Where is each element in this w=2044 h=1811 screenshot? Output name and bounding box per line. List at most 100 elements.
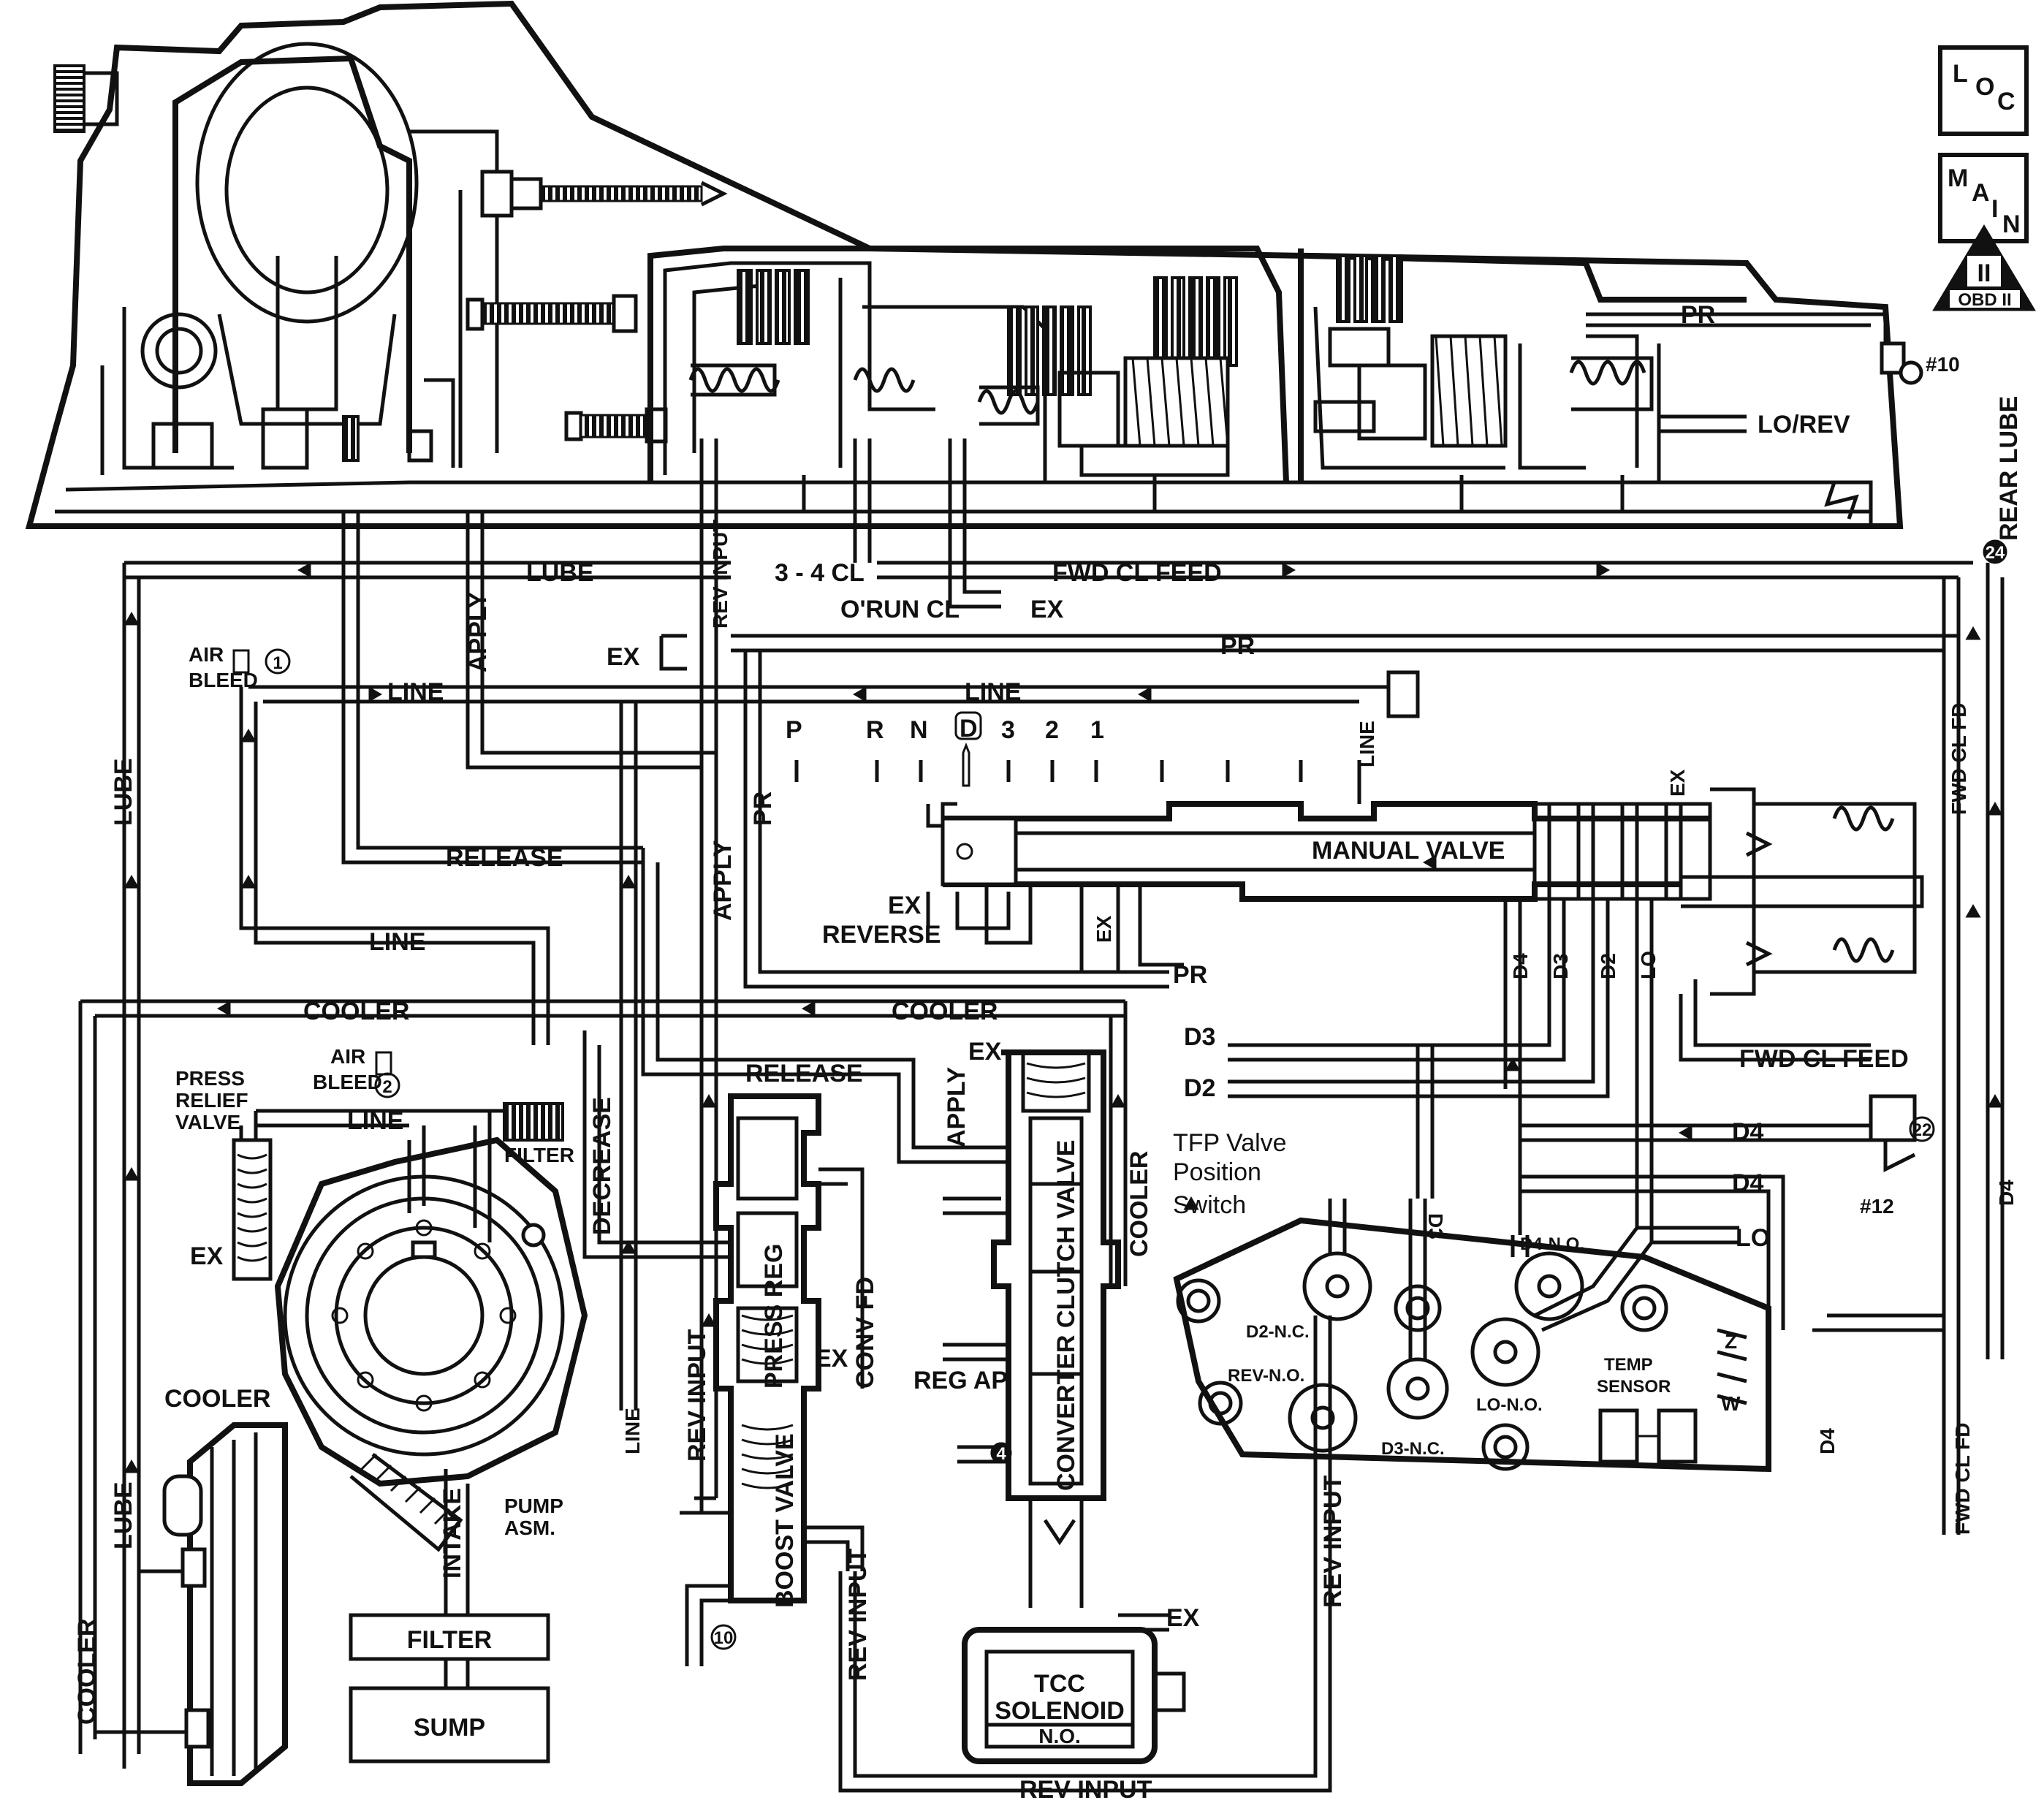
- label-press-reg: PRESS REG: [760, 1244, 788, 1389]
- label-air-bleed-2-l1: AIR: [330, 1045, 365, 1068]
- pressure-relief-valve: [232, 1138, 273, 1281]
- label-cooler-ccv: COOLER: [1125, 1151, 1153, 1257]
- label-d2-left: D2: [1184, 1074, 1215, 1102]
- main-letter-i: I: [1991, 195, 1998, 223]
- prndl-r: R: [866, 716, 884, 744]
- circle-2: [374, 1072, 400, 1098]
- air-bleed-1-port: [232, 649, 250, 674]
- loc-letter-c: C: [1997, 88, 2015, 115]
- label-rear-lube: REAR LUBE: [1995, 396, 2023, 541]
- label-line-mid-left: LINE: [369, 928, 425, 956]
- label-tcc-l1: TCC: [1034, 1670, 1085, 1698]
- label-d3-left: D3: [1184, 1023, 1215, 1051]
- label-d4-far-right: D4: [1995, 1180, 2018, 1206]
- label-d3-nc: D3-N.C.: [1381, 1439, 1445, 1459]
- label-check-12: #12: [1860, 1195, 1894, 1218]
- label-lube-bottom: LUBE: [110, 1481, 137, 1549]
- clutch-pack-4: [1336, 254, 1403, 323]
- label-rev-input-left: REV INPUT: [683, 1329, 711, 1462]
- label-rev-input-right: REV INPUT: [1319, 1475, 1347, 1608]
- label-line-top-left: LINE: [387, 678, 444, 706]
- circle-4: [990, 1442, 1012, 1464]
- obd-numeral: II: [1977, 259, 1991, 287]
- label-d3-vertical: D3: [1549, 953, 1572, 979]
- label-rev-no: REV-N.O.: [1228, 1366, 1304, 1386]
- label-line-bottom: LINE: [621, 1408, 644, 1454]
- circle-10: [710, 1624, 737, 1650]
- line-filter: [503, 1102, 564, 1142]
- label-pr-manual: PR: [1173, 961, 1207, 989]
- label-press-relief-l1: PRESS: [175, 1067, 245, 1090]
- prndl-2: 2: [1045, 716, 1059, 744]
- pressure-regulator-valve: [680, 1093, 865, 1666]
- loc-letter-l: L: [1953, 60, 1968, 88]
- tfp-valve-position-switch: [1173, 1199, 1771, 1571]
- label-press-relief-l2: RELIEF: [175, 1089, 248, 1112]
- obd-text: OBD II: [1958, 290, 2011, 310]
- tcc-solenoid: [962, 1613, 1186, 1764]
- upper-passages: [122, 312, 2005, 1769]
- bolt-middle: [466, 294, 638, 333]
- label-manual-valve: MANUAL VALVE: [1312, 837, 1505, 865]
- label-release-mid: RELEASE: [745, 1060, 863, 1087]
- label-cooler-bottom: COOLER: [73, 1619, 101, 1725]
- label-apply-mid: APPLY: [709, 840, 737, 921]
- label-d4-vertical: D4: [1509, 953, 1532, 979]
- obd-ii-badge[interactable]: II OBD II: [1932, 224, 2036, 311]
- label-pump-l1: PUMP: [504, 1495, 563, 1517]
- label-pr-vertical: PR: [749, 791, 777, 826]
- label-decrease: DECREASE: [588, 1097, 616, 1235]
- label-air-bleed-1-l1: AIR: [189, 643, 224, 666]
- label-line-top-mid: LINE: [965, 678, 1021, 706]
- planetary-gearset-rear: [1357, 334, 1508, 448]
- labels: PR LO/REV #10 REAR LUBE 24 LUBE REV INPU…: [73, 301, 2023, 1804]
- label-w: W: [1721, 1392, 1741, 1415]
- label-fwd-cl-feed-bottom: FWD CL FEED: [1739, 1045, 1909, 1073]
- loc-badge[interactable]: L O C: [1938, 45, 2029, 136]
- label-cooler-top-left: COOLER: [303, 998, 409, 1025]
- label-release-top: RELEASE: [446, 844, 563, 872]
- label-orun-cl: O'RUN CL: [840, 596, 960, 623]
- label-ex-rev: EX: [607, 643, 640, 671]
- prndl-p: P: [786, 716, 802, 744]
- label-3-4-cl: 3 - 4 CL: [775, 559, 865, 587]
- label-apply-ccv: APPLY: [943, 1066, 970, 1147]
- prndl-3: 3: [1001, 716, 1015, 744]
- label-d4-right-2: D4: [1732, 1169, 1764, 1197]
- label-filter-box: FILTER: [407, 1626, 492, 1654]
- bolt-upper: [480, 170, 728, 218]
- prndl-n: N: [910, 716, 928, 744]
- label-cooler-top-right: COOLER: [892, 998, 998, 1025]
- label-lube-left: LUBE: [110, 758, 137, 826]
- label-line-vertical-right: LINE: [1356, 721, 1378, 767]
- label-fwd-cl-fd-top: FWD CL FD: [1948, 703, 1970, 815]
- main-letter-a: A: [1972, 179, 1990, 207]
- label-sump: SUMP: [414, 1714, 485, 1742]
- planetary-gearset-front: [1057, 356, 1230, 477]
- label-ex-tcc: EX: [1166, 1604, 1200, 1632]
- label-pr-top: PR: [1681, 301, 1715, 329]
- label-boost-valve: BOOST VALVE: [771, 1433, 799, 1608]
- label-temp-l1: TEMP: [1604, 1355, 1653, 1375]
- circle-22: [1909, 1116, 1935, 1142]
- label-temp-l2: SENSOR: [1597, 1377, 1671, 1397]
- label-tfp-l2: Position: [1173, 1158, 1261, 1186]
- label-circ1: 1: [273, 653, 282, 673]
- label-tcc-l2: SOLENOID: [995, 1697, 1125, 1725]
- label-air-bleed-2-l2: BLEED: [313, 1071, 382, 1093]
- label-pump-l2: ASM.: [504, 1516, 555, 1539]
- flow-arrows: [124, 562, 2003, 1473]
- label-ex-orun: EX: [1030, 596, 1064, 623]
- label-filter-small: FILTER: [504, 1144, 574, 1166]
- oil-cooler: [95, 1422, 288, 1786]
- label-lo-no: LO-N.O.: [1476, 1395, 1543, 1415]
- check-ball-12: [1869, 1094, 1917, 1173]
- bolt-lower: [564, 407, 668, 444]
- label-lo-right: LO: [1736, 1224, 1770, 1252]
- label-apply-top: APPLY: [464, 591, 492, 672]
- label-ex-ccv: EX: [968, 1038, 1002, 1066]
- label-rev-input-top: REV INPUT: [709, 520, 732, 629]
- label-fwd-cl-feed-top: FWD CL FEED: [1052, 559, 1222, 587]
- label-d4-no: D4-N.O.: [1520, 1234, 1584, 1254]
- clutch-pack-1: [737, 269, 810, 345]
